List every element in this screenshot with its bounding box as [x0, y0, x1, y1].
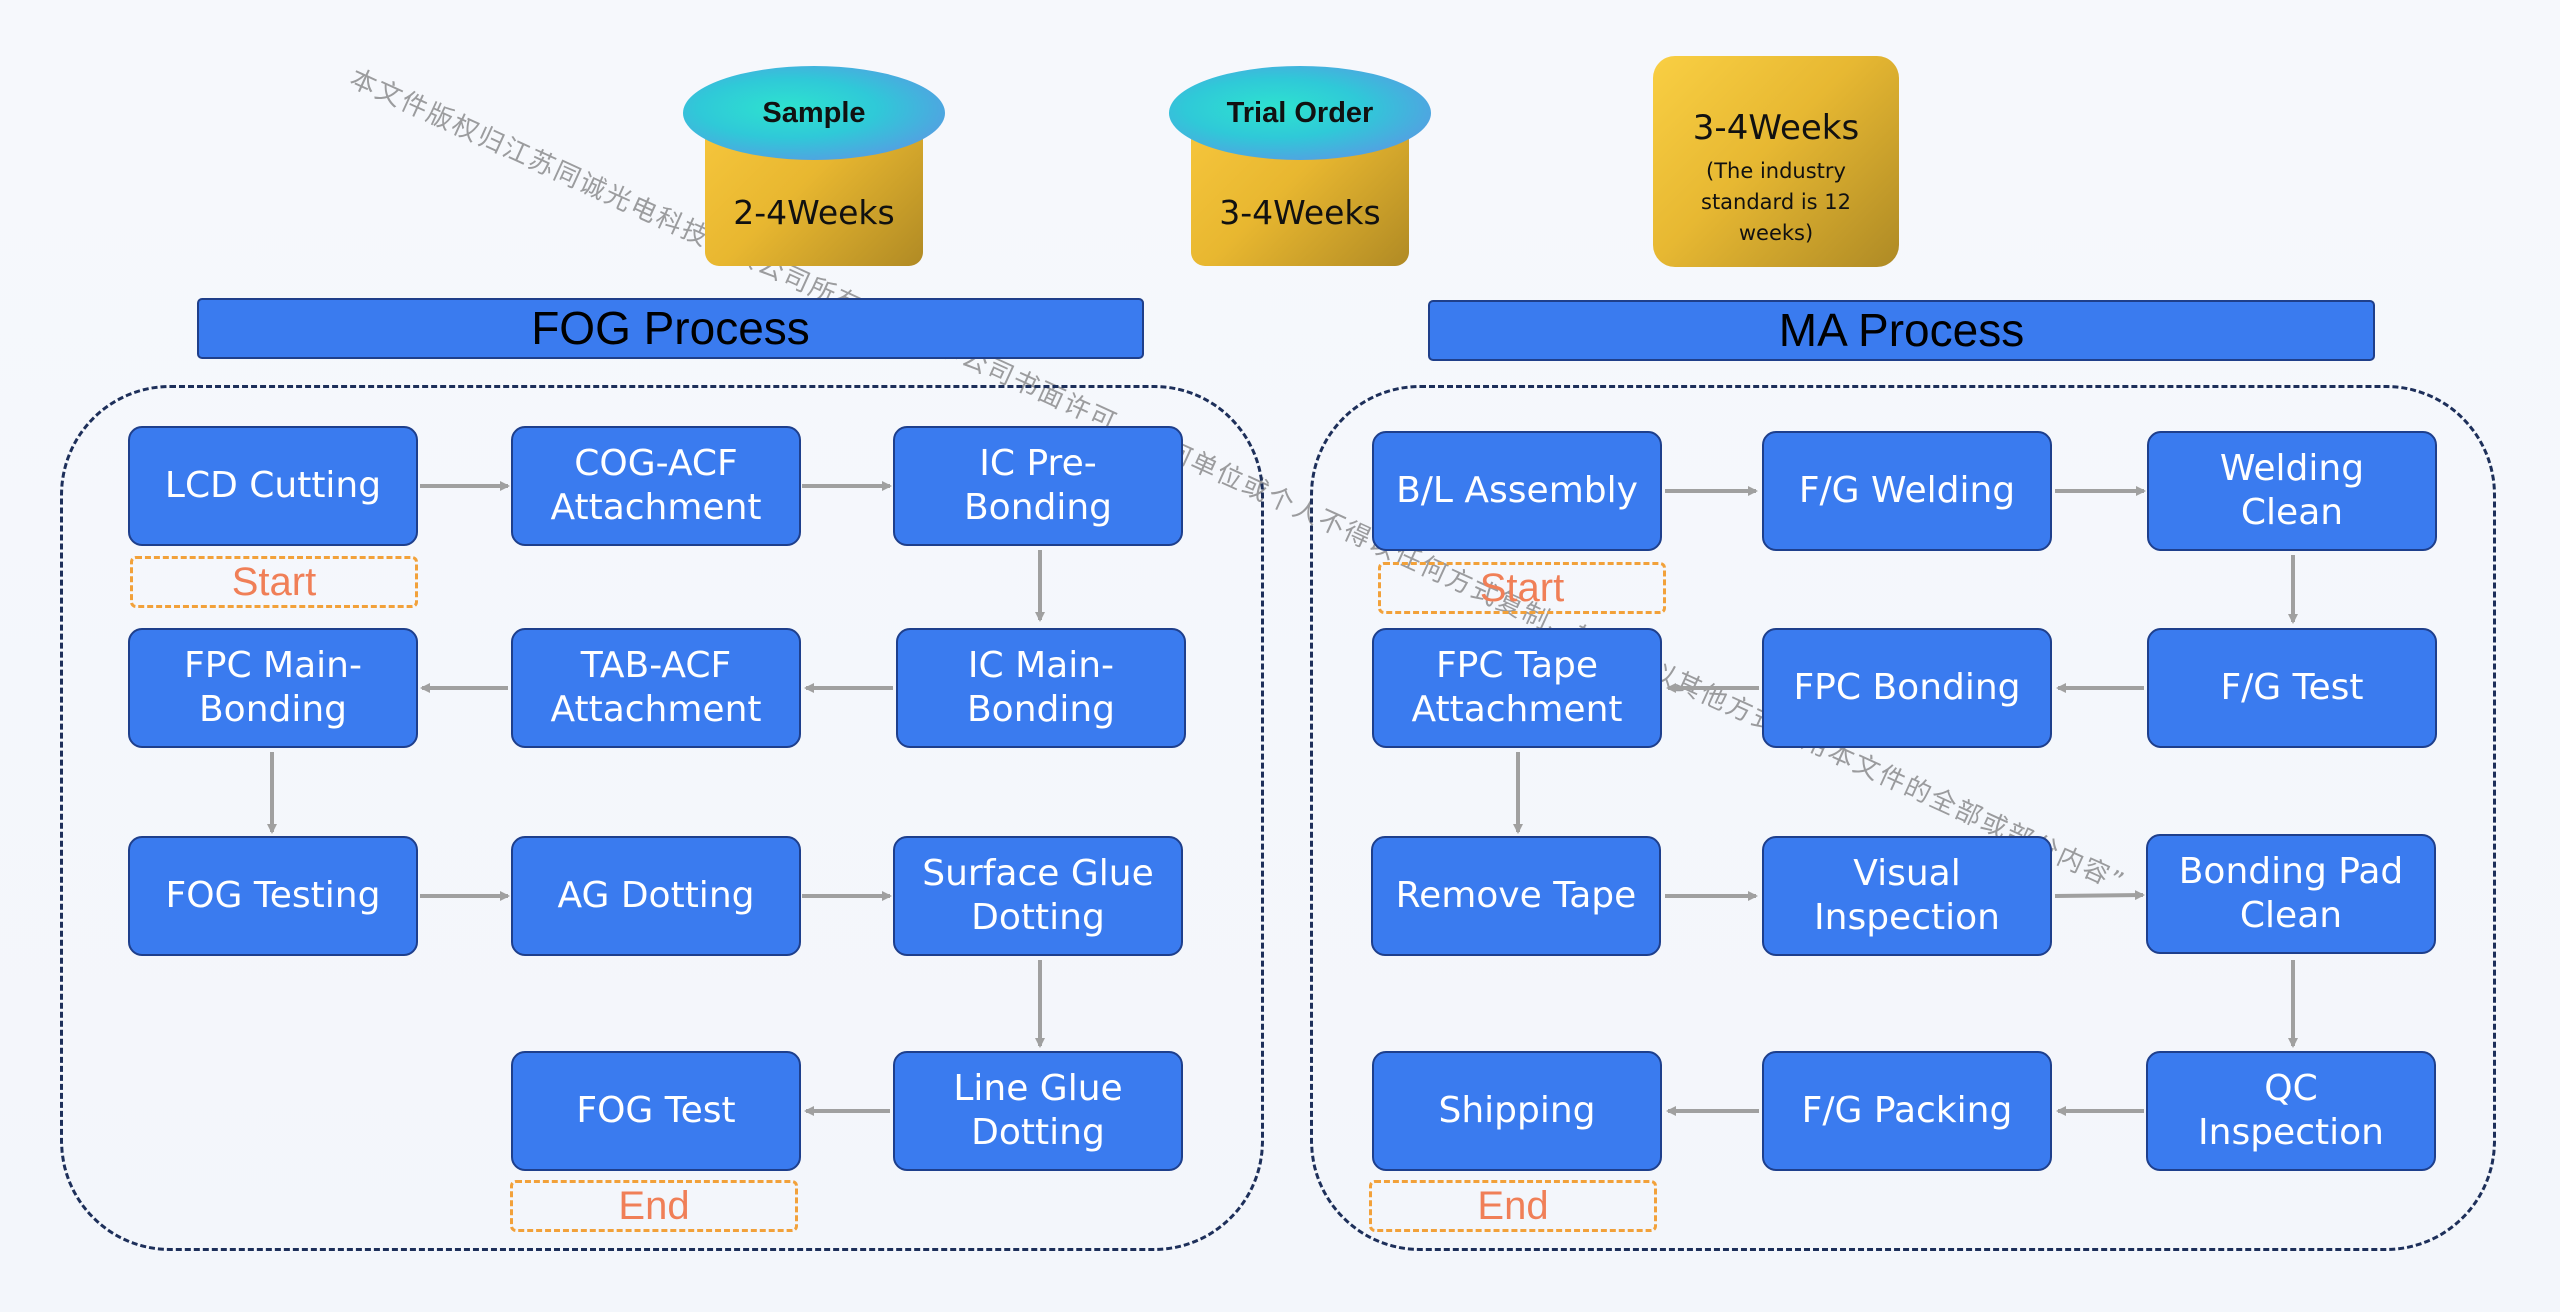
- arrow-visual-to-padclean: [2054, 890, 2145, 901]
- ma-step-visual-inspection: Visual Inspection: [1762, 836, 2052, 956]
- ma-end-tag: End: [1369, 1180, 1657, 1232]
- trial-order-label: Trial Order: [1169, 66, 1431, 160]
- sample-label: Sample: [683, 66, 945, 160]
- fog-step-lcd-cutting: LCD Cutting: [128, 426, 418, 546]
- ma-step-qc-inspection: QC Inspection: [2146, 1051, 2436, 1171]
- fog-end-tag: End: [510, 1180, 798, 1232]
- fog-start-tag: Start: [130, 556, 418, 608]
- fog-step-fpc-main-bonding: FPC Main- Bonding: [128, 628, 418, 748]
- fog-process-group: [60, 385, 1264, 1251]
- ma-start-tag: Start: [1378, 562, 1666, 614]
- mass-production-card: 3-4Weeks (The industry standard is 12 we…: [1653, 56, 1899, 267]
- fog-step-cog-acf-attachment: COG-ACF Attachment: [511, 426, 801, 546]
- fog-step-surface-glue-dotting: Surface Glue Dotting: [893, 836, 1183, 956]
- fog-process-title: FOG Process: [197, 298, 1144, 359]
- ma-step-fg-packing: F/G Packing: [1762, 1051, 2052, 1171]
- ma-process-title: MA Process: [1428, 300, 2375, 361]
- mass-production-note: (The industry standard is 12 weeks): [1701, 159, 1851, 245]
- fog-step-tab-acf-attachment: TAB-ACF Attachment: [511, 628, 801, 748]
- sample-duration: 2-4Weeks: [733, 193, 895, 232]
- ma-process-group: [1310, 385, 2496, 1251]
- fog-step-ag-dotting: AG Dotting: [511, 836, 801, 956]
- mass-production-duration: 3-4Weeks: [1692, 108, 1860, 148]
- fog-step-fog-test: FOG Test: [511, 1051, 801, 1171]
- fog-step-line-glue-dotting: Line Glue Dotting: [893, 1051, 1183, 1171]
- ma-step-bl-assembly: B/L Assembly: [1372, 431, 1662, 551]
- ma-step-fpc-tape-attachment: FPC Tape Attachment: [1372, 628, 1662, 748]
- fog-step-ic-pre-bonding: IC Pre- Bonding: [893, 426, 1183, 546]
- ma-step-bonding-pad-clean: Bonding Pad Clean: [2146, 834, 2436, 954]
- sample-barrel: Sample 2-4Weeks: [683, 66, 945, 266]
- ma-step-fg-test: F/G Test: [2147, 628, 2437, 748]
- ma-step-fg-welding: F/G Welding: [1762, 431, 2052, 551]
- ma-step-shipping: Shipping: [1372, 1051, 1662, 1171]
- trial-order-barrel: Trial Order 3-4Weeks: [1169, 66, 1431, 266]
- ma-step-fpc-bonding: FPC Bonding: [1762, 628, 2052, 748]
- ma-step-welding-clean: Welding Clean: [2147, 431, 2437, 551]
- trial-order-duration: 3-4Weeks: [1219, 193, 1381, 232]
- fog-step-ic-main-bonding: IC Main- Bonding: [896, 628, 1186, 748]
- ma-step-remove-tape: Remove Tape: [1371, 836, 1661, 956]
- fog-step-fog-testing: FOG Testing: [128, 836, 418, 956]
